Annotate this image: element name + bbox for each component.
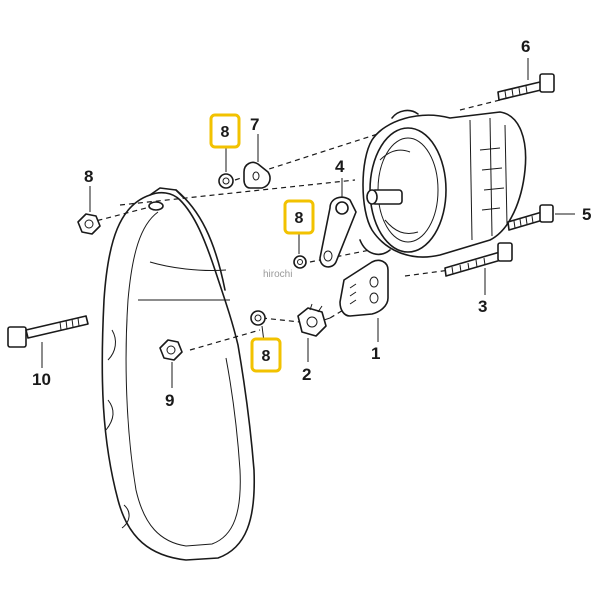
bolt-5 <box>507 204 554 231</box>
alternator-guard-plate <box>101 187 256 561</box>
callout-8-upper: 8 <box>209 113 241 149</box>
svg-text:8: 8 <box>262 348 271 365</box>
nut-2 <box>297 303 331 337</box>
callout-5: 5 <box>582 205 591 224</box>
callout-10: 10 <box>32 370 51 389</box>
nut-9-upper <box>77 213 101 235</box>
washer-8-lower <box>250 310 266 326</box>
bracket-4 <box>319 196 357 268</box>
callout-7: 7 <box>250 115 259 134</box>
callout-9-upper: 8 <box>84 167 93 186</box>
callout-8-middle: 8 <box>283 199 315 235</box>
bracket-1 <box>339 259 389 317</box>
callout-8-lower: 8 <box>250 337 282 373</box>
nut-9-lower <box>159 339 183 361</box>
bolt-10 <box>7 315 89 348</box>
alternator <box>359 109 527 258</box>
callouts: 6 5 3 4 7 1 2 8 9 10 8 8 8 <box>32 37 591 410</box>
svg-text:8: 8 <box>295 210 304 227</box>
bolt-6 <box>497 73 555 101</box>
washer-8-upper <box>218 173 234 189</box>
spacer-7 <box>243 161 271 189</box>
callout-6: 6 <box>521 37 530 56</box>
svg-text:8: 8 <box>221 124 230 141</box>
callout-4: 4 <box>335 157 345 176</box>
callout-2: 2 <box>302 365 311 384</box>
bolt-3 <box>444 242 513 277</box>
callout-1: 1 <box>371 344 380 363</box>
watermark: hirochi <box>263 269 292 280</box>
washer-8-middle <box>293 255 307 269</box>
callout-9-lower: 9 <box>165 391 174 410</box>
callout-3: 3 <box>478 297 487 316</box>
